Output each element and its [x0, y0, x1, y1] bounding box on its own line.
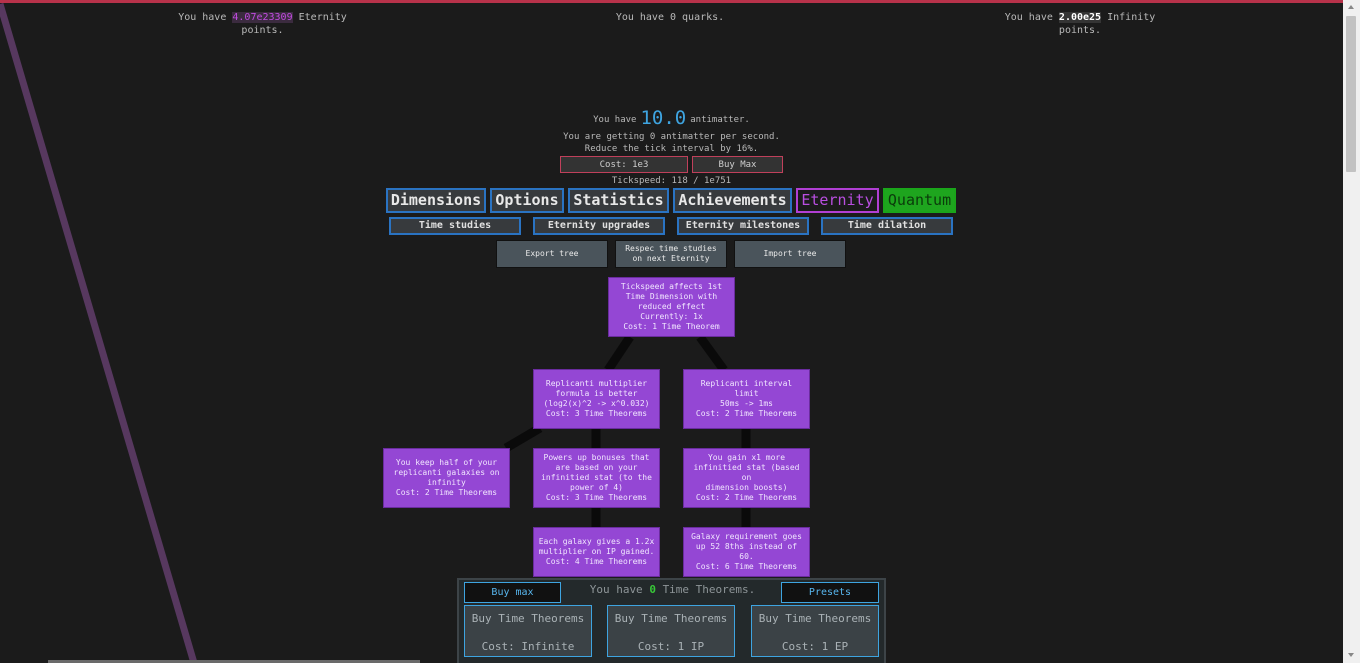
antimatter-suffix: antimatter.: [690, 115, 750, 125]
ep-prefix: You have: [178, 12, 227, 23]
buy-tt-label: Buy Time Theorems: [614, 612, 728, 625]
ip-suffix-2: points.: [1058, 25, 1102, 36]
horizontal-scrollbar-thumb[interactable]: [48, 660, 420, 663]
diagonal-stripe: [0, 3, 198, 663]
connector-line: [696, 334, 728, 373]
tickspeed-cost-button[interactable]: Cost: 1e3: [560, 156, 688, 173]
antimatter-rate: You are getting 0 antimatter per second.: [563, 132, 780, 142]
time-study-42[interactable]: Galaxy requirement goes up 52 8ths inste…: [683, 527, 810, 577]
tab-statistics[interactable]: Statistics: [568, 188, 669, 213]
subtab-eternity-milestones[interactable]: Eternity milestones: [677, 217, 809, 235]
buy-tt-label: Buy Time Theorems: [758, 612, 872, 625]
buy-tt-cost: Cost: 1 EP: [781, 640, 849, 653]
buy-tt-ep-button[interactable]: Buy Time Theorems Cost: 1 EP: [751, 605, 879, 657]
connector-line: [604, 334, 634, 373]
subtab-time-studies[interactable]: Time studies: [389, 217, 521, 235]
time-theorem-count: You have 0 Time Theorems.: [565, 583, 780, 596]
import-tree-button[interactable]: Import tree: [734, 240, 846, 268]
tickspeed-buy-max-button[interactable]: Buy Max: [692, 156, 783, 173]
time-study-32[interactable]: Powers up bonuses that are based on your…: [533, 448, 660, 508]
time-study-41[interactable]: Each galaxy gives a 1.2x multiplier on I…: [533, 527, 660, 577]
eternity-points-display: You have 4.07e23309 Eternity points.: [170, 11, 355, 37]
buy-tt-antimatter-button[interactable]: Buy Time Theorems Cost: Infinite: [464, 605, 592, 657]
presets-button[interactable]: Presets: [781, 582, 879, 603]
tickspeed-display: Tickspeed: 118 / 1e751: [611, 176, 732, 186]
antimatter-value: 10.0: [640, 107, 687, 129]
respec-button[interactable]: Respec time studies on next Eternity: [615, 240, 727, 268]
buy-tt-cost: Cost: 1 IP: [637, 640, 705, 653]
tab-options[interactable]: Options: [490, 188, 564, 213]
infinity-points-display: You have 2.00e25 Infinity points.: [990, 11, 1170, 37]
scroll-up-arrow-icon[interactable]: [1348, 5, 1354, 9]
scrollbar-thumb[interactable]: [1346, 16, 1356, 172]
ip-prefix: You have: [1004, 12, 1053, 23]
ep-suffix: Eternity: [298, 12, 347, 23]
tt-count-suffix: Time Theorems.: [662, 583, 756, 596]
quarks-display: You have 0 quarks.: [615, 12, 725, 23]
time-study-33[interactable]: You gain x1 more infinitied stat (based …: [683, 448, 810, 508]
antimatter-prefix: You have: [593, 115, 637, 125]
tab-dimensions[interactable]: Dimensions: [386, 188, 486, 213]
time-study-31[interactable]: You keep half of your replicanti galaxie…: [383, 448, 510, 508]
buy-tt-cost: Cost: Infinite: [481, 640, 575, 653]
tab-achievements[interactable]: Achievements: [673, 188, 792, 213]
tick-reduce-text: Reduce the tick interval by 16%.: [584, 144, 759, 154]
tab-quantum[interactable]: Quantum: [883, 188, 956, 213]
buy-tt-label: Buy Time Theorems: [471, 612, 585, 625]
subtab-eternity-upgrades[interactable]: Eternity upgrades: [533, 217, 665, 235]
ip-value: 2.00e25: [1058, 12, 1102, 23]
scroll-down-arrow-icon[interactable]: [1348, 653, 1354, 657]
tab-eternity[interactable]: Eternity: [796, 188, 879, 213]
time-study-11[interactable]: Tickspeed affects 1st Time Dimension wit…: [608, 277, 735, 337]
buy-tt-ip-button[interactable]: Buy Time Theorems Cost: 1 IP: [607, 605, 735, 657]
time-study-21[interactable]: Replicanti multiplier formula is better …: [533, 369, 660, 429]
subtab-time-dilation[interactable]: Time dilation: [821, 217, 953, 235]
tt-count-value: 0: [649, 583, 656, 596]
vertical-scrollbar[interactable]: [1343, 0, 1360, 663]
buy-max-theorems-button[interactable]: Buy max Theorems: [464, 582, 561, 617]
export-tree-button[interactable]: Export tree: [496, 240, 608, 268]
ip-suffix: Infinity: [1107, 12, 1156, 23]
ep-value: 4.07e23309: [232, 12, 293, 23]
ep-suffix-2: points.: [241, 25, 284, 36]
top-accent-bar: [0, 0, 1360, 3]
connector-line: [503, 424, 543, 452]
time-study-22[interactable]: Replicanti interval limit 50ms -> 1ms Co…: [683, 369, 810, 429]
tt-count-prefix: You have: [589, 583, 643, 596]
